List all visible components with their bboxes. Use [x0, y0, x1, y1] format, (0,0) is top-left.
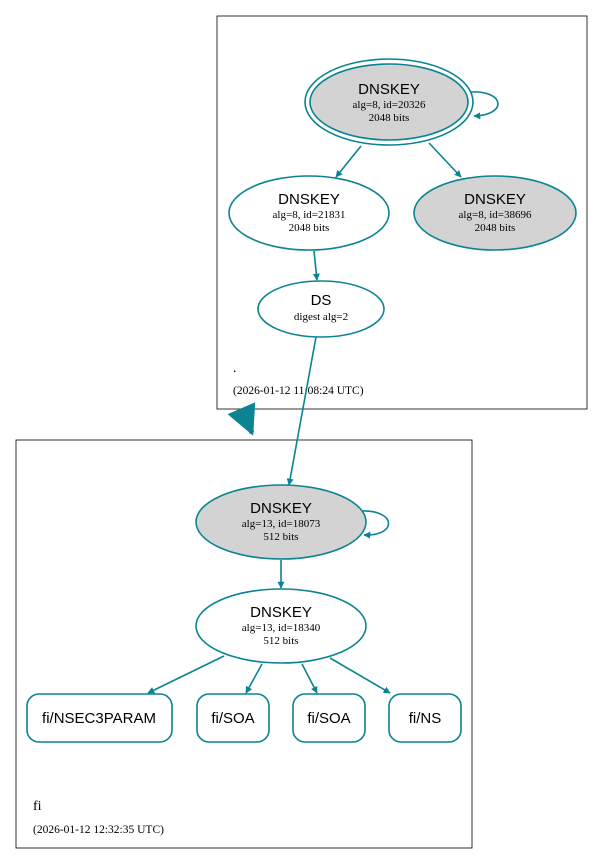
- edge-fi-zsk-to-nsec3: [147, 655, 225, 694]
- edge-fi-zsk-to-soa2: [301, 663, 318, 694]
- zone-fi-box: [15, 439, 473, 849]
- node-fi-zsk: DNSKEY alg=13, id=18340 512 bits: [195, 588, 367, 664]
- node-root-ksk-title: DNSKEY: [358, 81, 420, 98]
- node-root-zsk1-line2: 2048 bits: [289, 222, 330, 234]
- node-fi-zsk-title: DNSKEY: [250, 604, 312, 621]
- node-root-zsk1: DNSKEY alg=8, id=21831 2048 bits: [228, 175, 390, 251]
- zone-root-label: .: [233, 361, 237, 376]
- node-fi-soa-2-title: fi/SOA: [307, 710, 350, 727]
- zone-fi-label: fi: [33, 799, 42, 814]
- node-root-zsk2-title: DNSKEY: [464, 191, 526, 208]
- node-fi-ns: fi/NS: [388, 693, 462, 743]
- node-fi-ksk-line1: alg=13, id=18073: [242, 518, 321, 530]
- node-fi-zsk-line1: alg=13, id=18340: [242, 622, 321, 634]
- node-fi-nsec3param: fi/NSEC3PARAM: [26, 693, 173, 743]
- node-fi-ksk: DNSKEY alg=13, id=18073 512 bits: [195, 484, 367, 560]
- zone-root-timestamp: (2026-01-12 11:08:24 UTC): [233, 385, 364, 397]
- node-fi-ns-title: fi/NS: [409, 710, 442, 727]
- node-root-ksk-line1: alg=8, id=20326: [353, 99, 426, 111]
- node-fi-soa-2: fi/SOA: [292, 693, 366, 743]
- node-fi-soa-1-title: fi/SOA: [211, 710, 254, 727]
- node-root-zsk2-line1: alg=8, id=38696: [459, 209, 532, 221]
- node-fi-soa-1: fi/SOA: [196, 693, 270, 743]
- edge-ds-to-fi-ksk: [286, 336, 317, 486]
- node-root-ds-title: DS: [311, 292, 332, 309]
- node-root-ksk: DNSKEY alg=8, id=20326 2048 bits: [304, 58, 474, 146]
- edge-root-ksk-self: [469, 91, 499, 120]
- node-fi-ksk-title: DNSKEY: [250, 500, 312, 517]
- edge-fi-zsk-to-soa1: [245, 663, 263, 694]
- node-root-zsk2-line2: 2048 bits: [475, 222, 516, 234]
- edge-root-ksk-to-zsk1: [335, 145, 362, 178]
- edge-root-ksk-to-zsk2: [428, 142, 462, 178]
- node-root-zsk1-line1: alg=8, id=21831: [273, 209, 346, 221]
- zone-fi-timestamp: (2026-01-12 12:32:35 UTC): [33, 824, 164, 836]
- edge-delegation-root-to-fi: [227, 402, 256, 436]
- zone-root-box: [216, 15, 588, 410]
- node-fi-zsk-line2: 512 bits: [263, 635, 298, 647]
- node-root-ksk-line2: 2048 bits: [369, 112, 410, 124]
- node-root-zsk2: DNSKEY alg=8, id=38696 2048 bits: [413, 175, 577, 251]
- node-root-ds: DS digest alg=2: [257, 280, 385, 338]
- edge-fi-ksk-self: [361, 510, 390, 539]
- edge-fi-zsk-to-ns: [329, 657, 391, 694]
- node-fi-ksk-line2: 512 bits: [263, 531, 298, 543]
- edge-root-zsk1-to-ds: [312, 250, 320, 281]
- node-root-ds-line1: digest alg=2: [294, 311, 348, 323]
- node-root-zsk1-title: DNSKEY: [278, 191, 340, 208]
- node-fi-nsec3param-title: fi/NSEC3PARAM: [42, 710, 156, 727]
